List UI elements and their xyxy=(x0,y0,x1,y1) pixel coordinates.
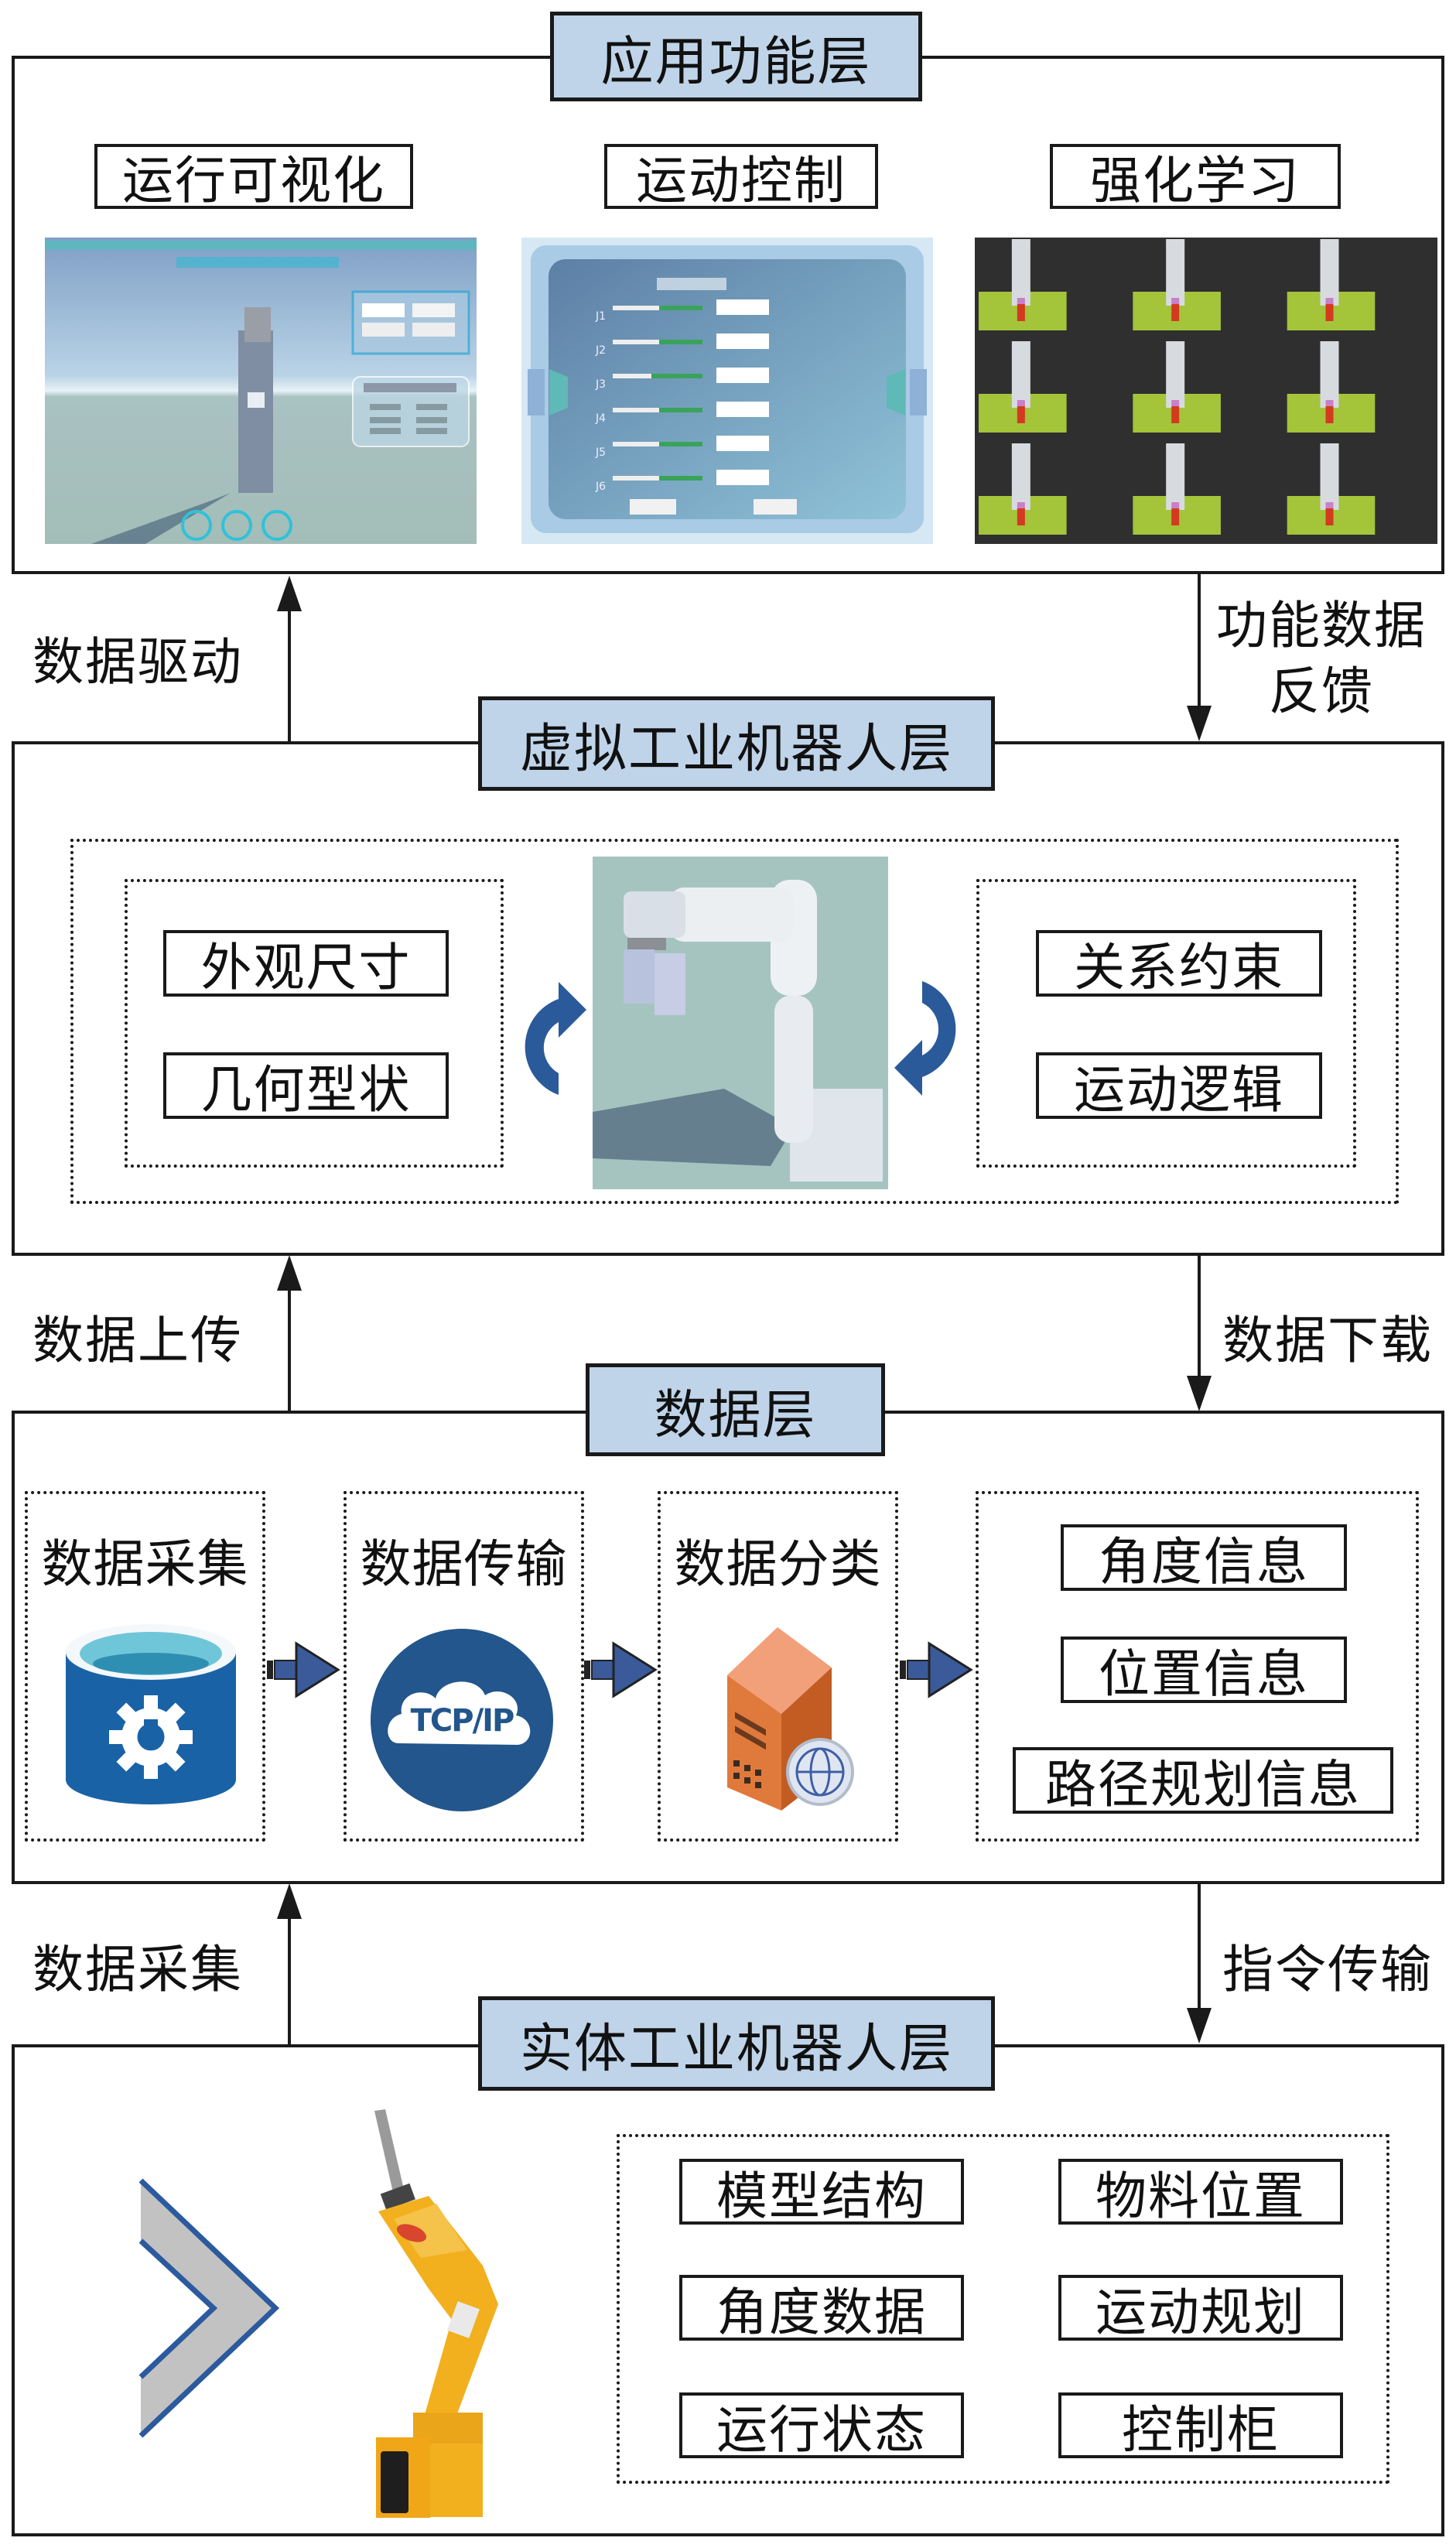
physical-item-model-structure: 模型结构 xyxy=(679,2159,964,2226)
rl-training-cell xyxy=(979,239,1067,330)
data-output-angle-info: 角度信息 xyxy=(1061,1524,1347,1592)
arrow-down-icon xyxy=(1187,1376,1212,1411)
virtual-robot-left-group xyxy=(125,879,504,1168)
rl-training-cell xyxy=(1133,443,1221,535)
data-layer-title: 数据层 xyxy=(586,1363,885,1456)
data-stage-collect xyxy=(25,1491,265,1842)
physical-item-motion-planning: 运动规划 xyxy=(1058,2275,1343,2342)
flow-line-data-download xyxy=(1198,1256,1201,1377)
rl-training-cell xyxy=(1133,239,1221,330)
rl-training-cell xyxy=(1287,239,1376,330)
data-stage-transmit-label: 数据传输 xyxy=(360,1534,568,1594)
flow-label-data-upload: 数据上传 xyxy=(32,1311,243,1370)
joint-label: J6 xyxy=(596,481,607,493)
data-stage-transmit xyxy=(343,1491,584,1842)
flow-label-data-collection: 数据采集 xyxy=(32,1940,243,1999)
data-output-position-info: 位置信息 xyxy=(1061,1637,1347,1704)
reinforcement-learning-grid-screenshot xyxy=(975,238,1437,544)
virtual-item-appearance-size: 外观尺寸 xyxy=(163,930,449,997)
flow-label-command-transfer: 指令传输 xyxy=(1222,1940,1433,1999)
flow-label-feedback-line1: 功能数据 xyxy=(1216,596,1427,655)
arrow-up-icon xyxy=(277,576,302,611)
rotate-clockwise-icon xyxy=(894,976,967,1106)
virtual-item-geometry-shape: 几何型状 xyxy=(163,1052,449,1120)
physical-robot-arm-photo xyxy=(336,2103,537,2521)
virtual-robot-right-group xyxy=(976,879,1356,1168)
arrow-down-icon xyxy=(1187,2008,1212,2044)
physical-robot-info-group xyxy=(617,2134,1389,2484)
virtual-item-relation-constraint: 关系约束 xyxy=(1036,930,1322,997)
flow-line-data-collection xyxy=(288,1917,291,2044)
motion-control-panel-screenshot: J1 J2 J3 J4 J5 J6 xyxy=(521,238,933,544)
physical-item-material-position: 物料位置 xyxy=(1058,2159,1343,2226)
rl-training-cell xyxy=(1287,443,1376,535)
flow-line-data-drive xyxy=(288,610,291,741)
flow-line-command-transfer xyxy=(1198,1884,1201,2009)
data-stage-collect-label: 数据采集 xyxy=(41,1534,249,1594)
virtual-robot-arm-model xyxy=(593,857,888,1189)
visualization-screenshot xyxy=(45,238,477,544)
module-visualization-label: 运行可视化 xyxy=(94,144,413,210)
rl-training-cell xyxy=(1287,341,1376,433)
joint-label: J4 xyxy=(596,412,607,425)
rl-training-cell xyxy=(979,443,1067,535)
physical-item-control-cabinet: 控制柜 xyxy=(1058,2392,1343,2460)
server-globe-icon xyxy=(712,1621,866,1814)
module-motion-control-label: 运动控制 xyxy=(604,144,878,210)
chevron-right-icon xyxy=(136,2176,280,2440)
tcp-ip-cloud-icon: TCP/IP xyxy=(369,1627,555,1813)
flow-label-data-download: 数据下载 xyxy=(1222,1311,1433,1370)
block-arrow-right-icon xyxy=(584,1639,661,1701)
joint-label: J3 xyxy=(596,378,607,391)
physical-item-angle-data: 角度数据 xyxy=(679,2275,964,2342)
virtual-robot-outer-group xyxy=(70,839,1399,1204)
flow-label-data-drive: 数据驱动 xyxy=(32,632,243,692)
data-stage-classify-label: 数据分类 xyxy=(674,1534,882,1594)
data-stage-classify xyxy=(658,1491,898,1842)
data-output-path-planning-info: 路径规划信息 xyxy=(1013,1747,1393,1814)
flow-line-data-upload xyxy=(288,1289,291,1411)
arrow-down-icon xyxy=(1187,706,1212,741)
joint-label: J2 xyxy=(596,344,607,357)
module-reinforcement-learning-label: 强化学习 xyxy=(1050,144,1341,210)
virtual-robot-layer-title: 虚拟工业机器人层 xyxy=(478,696,995,791)
virtual-item-motion-logic: 运动逻辑 xyxy=(1036,1052,1322,1120)
tcp-ip-text: TCP/IP xyxy=(410,1703,515,1739)
application-layer-title: 应用功能层 xyxy=(550,12,922,101)
database-gear-icon xyxy=(62,1621,240,1807)
joint-label: J5 xyxy=(596,446,607,459)
flow-label-feedback-line2: 反馈 xyxy=(1269,662,1374,721)
block-arrow-right-icon xyxy=(267,1639,344,1701)
arrow-up-icon xyxy=(277,1255,302,1291)
rotate-counterclockwise-icon xyxy=(514,971,586,1101)
flow-line-feedback xyxy=(1198,574,1201,707)
block-arrow-right-icon xyxy=(900,1639,977,1701)
rl-training-cell xyxy=(979,341,1067,433)
data-outputs-group xyxy=(976,1491,1419,1842)
physical-item-running-status: 运行状态 xyxy=(679,2392,964,2460)
physical-robot-layer-title: 实体工业机器人层 xyxy=(478,1996,995,2091)
arrow-up-icon xyxy=(277,1883,302,1919)
rl-training-cell xyxy=(1133,341,1221,433)
joint-label: J1 xyxy=(596,310,607,323)
